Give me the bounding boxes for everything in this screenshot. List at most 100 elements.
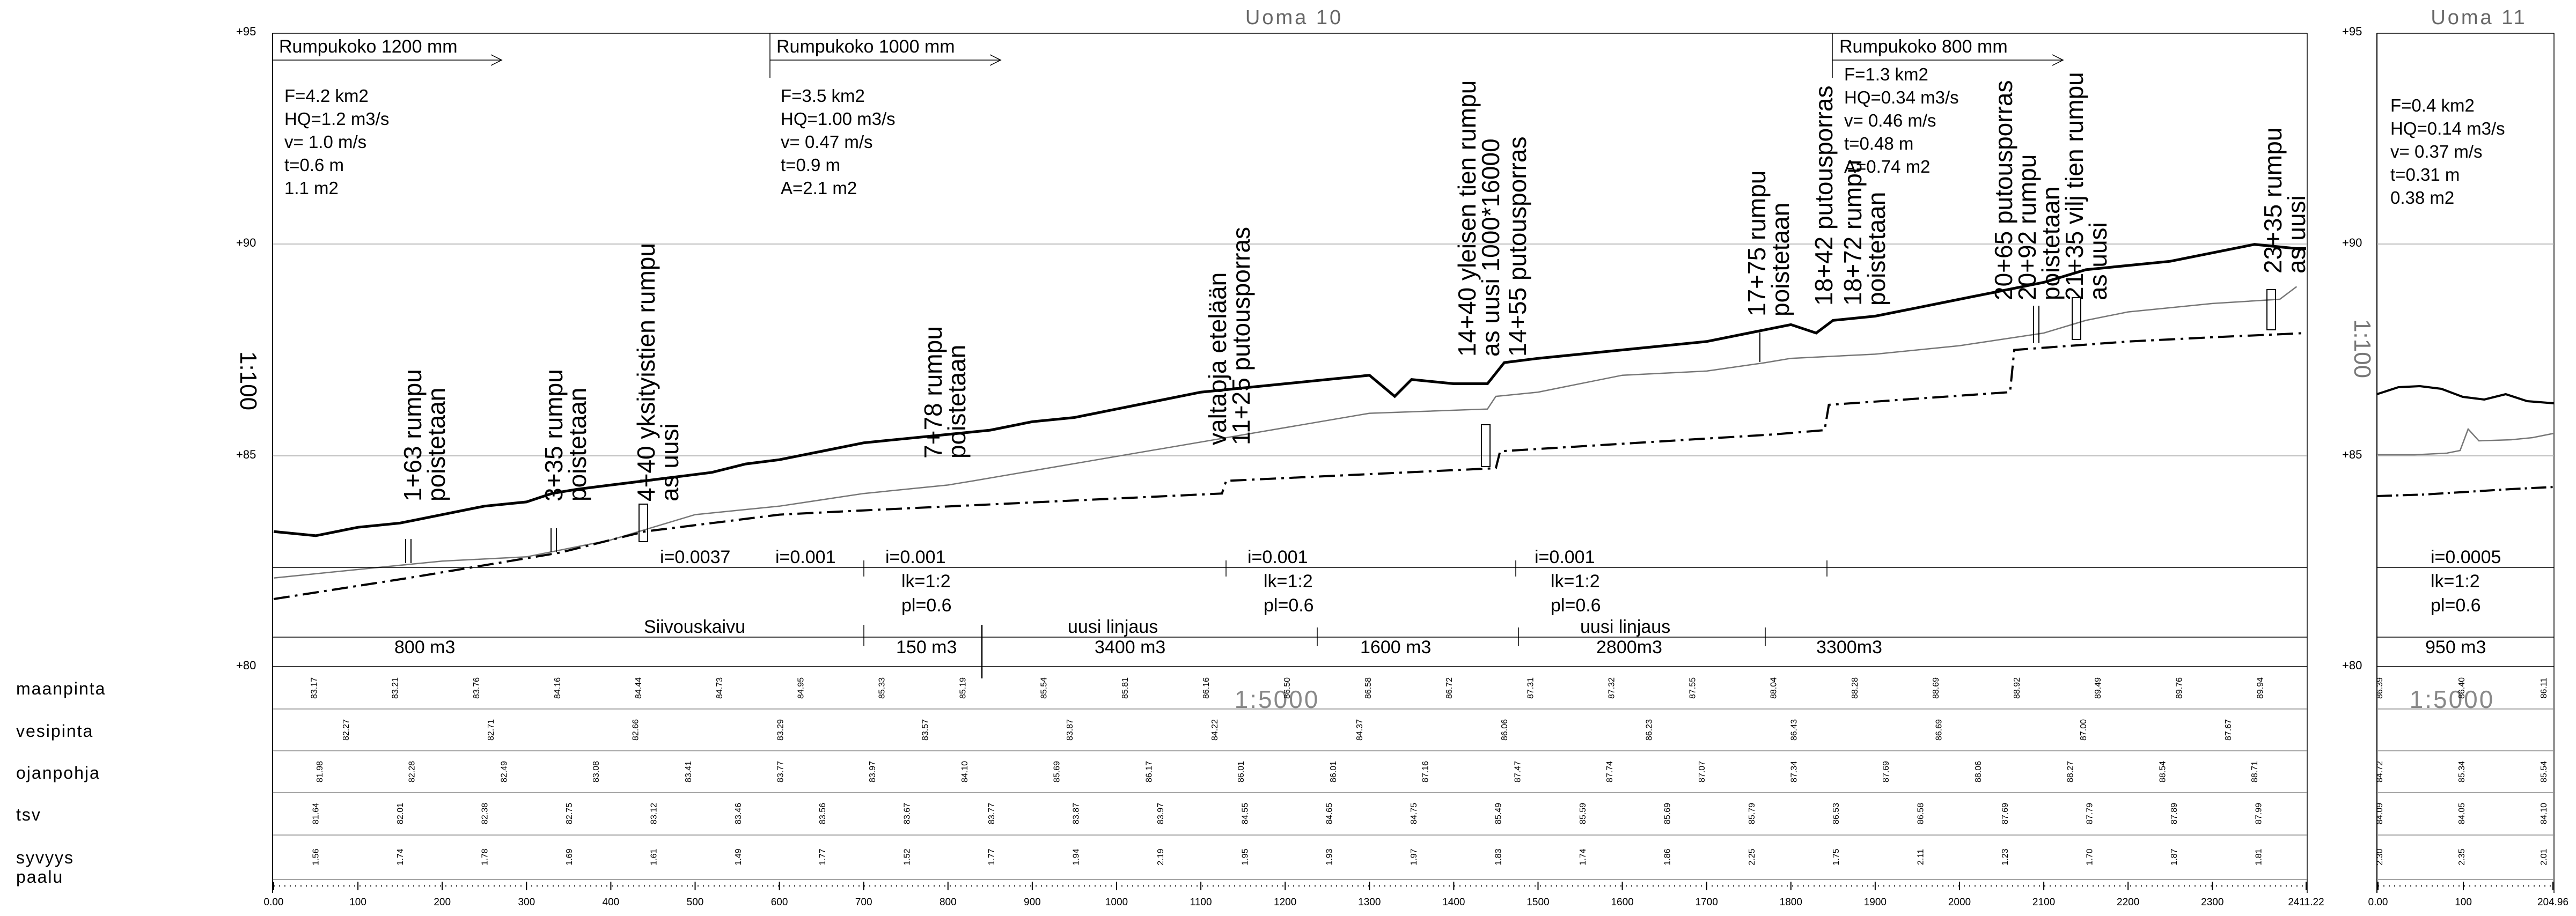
ojanpohja-value: 87.34 bbox=[1790, 761, 1799, 782]
culvert-size-headers bbox=[273, 33, 2064, 78]
svg-text:poistetaan: poistetaan bbox=[2037, 187, 2065, 300]
svg-text:A=0.74 m2: A=0.74 m2 bbox=[1844, 157, 1931, 176]
ojanpohja-value: 87.74 bbox=[1605, 761, 1614, 782]
ojanpohja-value: 88.06 bbox=[1974, 761, 1983, 782]
paalu-tick-label: 200 bbox=[434, 897, 451, 908]
ojanpohja-value: 81.98 bbox=[315, 761, 325, 782]
syvyys-value: 1.74 bbox=[396, 848, 405, 865]
syvyys-value: 1.61 bbox=[649, 848, 658, 865]
side-maanpinta-line bbox=[2376, 385, 2555, 404]
row-label: ojanpohja bbox=[16, 763, 100, 782]
svg-text:i=0.0005: i=0.0005 bbox=[2431, 547, 2501, 567]
syvyys-value: 1.23 bbox=[2001, 848, 2010, 865]
syvyys-value: 1.70 bbox=[2086, 848, 2095, 865]
svg-text:20+92 rumpu: 20+92 rumpu bbox=[2013, 154, 2041, 300]
svg-text:18+72 rumpu: 18+72 rumpu bbox=[1839, 160, 1867, 306]
elev-label: +80 bbox=[236, 659, 256, 672]
ojanpohja-value: 83.08 bbox=[592, 761, 601, 782]
svg-text:150 m3: 150 m3 bbox=[896, 637, 957, 658]
side-syvyys-value: 2.01 bbox=[2540, 848, 2549, 865]
note-17+75: 17+75 rumpu poistetaan bbox=[1743, 171, 1794, 316]
maanpinta-value: 86.58 bbox=[1364, 677, 1373, 699]
tsv-value: 83.46 bbox=[734, 803, 743, 824]
vesipinta-value: 87.00 bbox=[2079, 719, 2088, 741]
svg-text:1+63 rumpu: 1+63 rumpu bbox=[399, 369, 427, 501]
svg-text:v= 0.37 m/s: v= 0.37 m/s bbox=[2390, 142, 2483, 161]
tsv-value: 87.69 bbox=[2001, 803, 2010, 824]
ojanpohja-value: 87.69 bbox=[1882, 761, 1891, 782]
elev-label: +85 bbox=[236, 448, 256, 461]
paalu-tick-label: 1700 bbox=[1696, 897, 1718, 908]
side-paalu-tick-label: 204.96 bbox=[2537, 897, 2568, 908]
tsv-value: 87.99 bbox=[2254, 803, 2263, 824]
svg-text:v= 0.47 m/s: v= 0.47 m/s bbox=[781, 132, 873, 152]
paalu-tick-label: 500 bbox=[687, 897, 704, 908]
syvyys-value: 2.25 bbox=[1748, 848, 1757, 865]
slopes: i=0.0037 i=0.001 i=0.001 i=0.001 i=0.001… bbox=[660, 547, 2501, 616]
ojanpohja-value: 85.69 bbox=[1053, 761, 1062, 782]
svg-text:poistetaan: poistetaan bbox=[1862, 192, 1890, 306]
svg-text:HQ=1.2 m3/s: HQ=1.2 m3/s bbox=[284, 109, 389, 129]
syvyys-value: 1.87 bbox=[2170, 848, 2179, 865]
maanpinta-value: 84.16 bbox=[553, 677, 562, 699]
tsv-value: 83.97 bbox=[1156, 803, 1165, 824]
maanpinta-value: 83.21 bbox=[391, 677, 400, 699]
paalu-tick-label: 300 bbox=[518, 897, 535, 908]
svg-text:3400 m3: 3400 m3 bbox=[1095, 637, 1165, 658]
svg-text:7+78 rumpu: 7+78 rumpu bbox=[919, 326, 947, 459]
ojanpohja-value: 86.01 bbox=[1329, 761, 1338, 782]
ojanpohja-value: 87.47 bbox=[1513, 761, 1522, 782]
svg-text:HQ=1.00 m3/s: HQ=1.00 m3/s bbox=[781, 109, 896, 129]
svg-text:poistetaan: poistetaan bbox=[1766, 203, 1794, 316]
maanpinta-value: 88.28 bbox=[1851, 677, 1860, 699]
svg-text:poistetaan: poistetaan bbox=[422, 388, 450, 501]
elev-label: +95 bbox=[236, 25, 256, 38]
paalu-tick-label: 2100 bbox=[2032, 897, 2055, 908]
culvert-size-label: Rumpukoko 800 mm bbox=[1839, 36, 2008, 57]
ojanpohja-value: 87.07 bbox=[1698, 761, 1707, 782]
elev-label: +80 bbox=[2342, 659, 2362, 672]
svg-text:pl=0.6: pl=0.6 bbox=[1264, 595, 1314, 616]
svg-text:HQ=0.14 m3/s: HQ=0.14 m3/s bbox=[2390, 119, 2505, 138]
svg-text:14+55 putousporras: 14+55 putousporras bbox=[1503, 137, 1531, 357]
note-7+78: 7+78 rumpu poistetaan bbox=[919, 326, 971, 459]
side-tsv-value: 84.10 bbox=[2540, 803, 2549, 824]
paalu-tick-label: 800 bbox=[940, 897, 957, 908]
elev-label: +85 bbox=[2342, 448, 2362, 461]
tsv-value: 87.89 bbox=[2170, 803, 2179, 824]
syvyys-value: 1.93 bbox=[1325, 848, 1334, 865]
svg-text:poistetaan: poistetaan bbox=[943, 345, 971, 459]
side-syvyys-value: 2.30 bbox=[2375, 848, 2384, 865]
note-3+35: 3+35 rumpu poistetaan bbox=[540, 369, 591, 501]
tsv-value: 85.69 bbox=[1663, 803, 1672, 824]
side-ojanpohja-value: 85.54 bbox=[2540, 761, 2549, 782]
vesipinta-value: 86.43 bbox=[1790, 719, 1799, 741]
side-ojanpohja-line bbox=[2376, 486, 2555, 497]
svg-text:F=1.3 km2: F=1.3 km2 bbox=[1844, 64, 1928, 84]
ojanpohja-value: 87.16 bbox=[1421, 761, 1430, 782]
svg-text:F=3.5 km2: F=3.5 km2 bbox=[781, 86, 865, 106]
vesipinta-value: 86.23 bbox=[1645, 719, 1654, 741]
row-label: maanpinta bbox=[16, 679, 106, 698]
svg-text:14+40 yleisen tien rumpu: 14+40 yleisen tien rumpu bbox=[1453, 80, 1481, 357]
paalu-tick-label: 1300 bbox=[1358, 897, 1381, 908]
row-label: paalu bbox=[16, 867, 63, 887]
maanpinta-value: 87.31 bbox=[1526, 677, 1535, 699]
vesipinta-value: 82.27 bbox=[342, 719, 351, 741]
maanpinta-value: 86.50 bbox=[1283, 677, 1292, 699]
note-18+42: 18+42 putousporras 18+72 rumpu poistetaa… bbox=[1810, 86, 1890, 306]
maanpinta-value: 84.73 bbox=[715, 677, 724, 699]
svg-text:as uusi: as uusi bbox=[2084, 222, 2112, 300]
side-maanpinta-value: 86.39 bbox=[2375, 677, 2384, 699]
svg-text:v= 0.46 m/s: v= 0.46 m/s bbox=[1844, 110, 1936, 130]
paalu-tick-label: 1200 bbox=[1274, 897, 1296, 908]
paalu-tick-label: 2000 bbox=[1948, 897, 1971, 908]
row-label: vesipinta bbox=[16, 721, 93, 741]
tsv-value: 83.77 bbox=[987, 803, 996, 824]
svg-text:i=0.001: i=0.001 bbox=[885, 547, 946, 567]
tsv-value: 85.79 bbox=[1748, 803, 1757, 824]
maanpinta-value: 83.76 bbox=[472, 677, 481, 699]
maanpinta-value: 84.44 bbox=[634, 677, 643, 699]
ojanpohja-value: 86.01 bbox=[1237, 761, 1246, 782]
